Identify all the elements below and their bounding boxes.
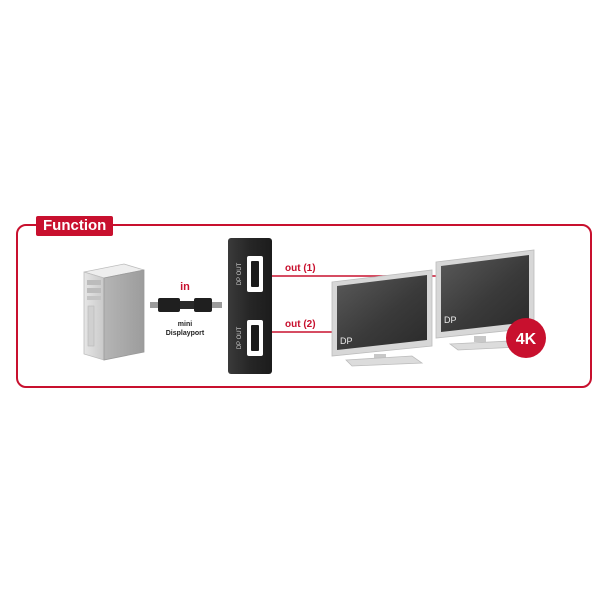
monitor-front-icon — [331, 269, 433, 367]
displayport-adapter — [228, 238, 272, 374]
function-tab: Function — [36, 216, 114, 236]
monitor-back-dp-label: DP — [444, 315, 457, 325]
cable-label-line-2: Displayport — [166, 330, 205, 337]
monitor-front-dp-label: DP — [340, 336, 353, 346]
resolution-badge-icon — [506, 318, 546, 358]
mini-displayport-cable-icon — [150, 298, 222, 312]
output-2-label: out (2) — [285, 319, 316, 330]
port-2-label: DP OUT — [237, 326, 243, 349]
resolution-badge-label: 4K — [516, 331, 537, 348]
port-1-label: DP OUT — [237, 262, 243, 285]
cable-label-line-1: mini — [178, 321, 192, 328]
monitor-back-icon — [435, 249, 535, 351]
pc-tower-icon — [83, 263, 145, 361]
output-1-label: out (1) — [285, 263, 316, 274]
function-frame — [16, 224, 592, 388]
input-label: in — [180, 281, 190, 293]
